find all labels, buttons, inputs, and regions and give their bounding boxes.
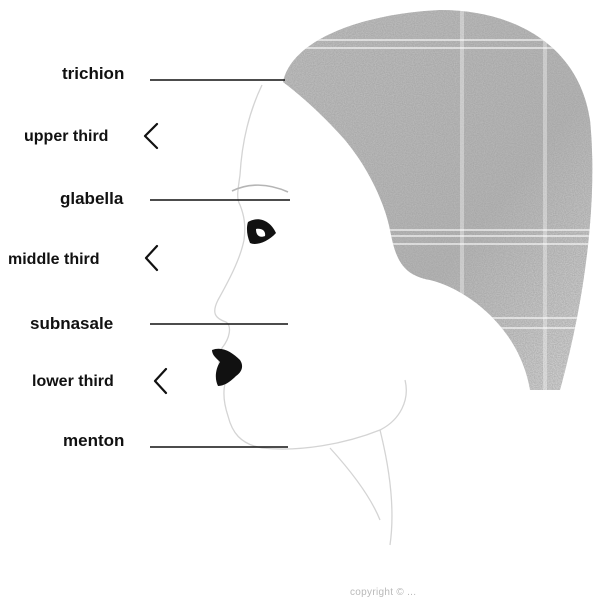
landmark-label: trichion — [62, 64, 124, 83]
chevron-left-icon — [155, 369, 166, 393]
landmark-label: menton — [63, 431, 124, 450]
landmark-label: glabella — [60, 189, 124, 208]
chevron-left-icon — [146, 246, 157, 270]
eye-shape — [247, 219, 276, 244]
landmark-glabella: glabella — [60, 189, 290, 208]
chevron-left-icon — [145, 124, 157, 148]
region-label: lower third — [32, 373, 114, 390]
region-label: upper third — [24, 128, 108, 145]
landmark-trichion: trichion — [62, 64, 285, 83]
landmark-label: subnasale — [30, 314, 113, 333]
landmark-menton: menton — [63, 431, 288, 450]
copyright-notice: copyright © ... — [350, 587, 416, 598]
region-upper-third: upper third — [24, 124, 157, 148]
region-lower-third: lower third — [32, 369, 166, 393]
lips-shape — [212, 349, 242, 386]
hair-shading — [270, 0, 598, 400]
landmark-subnasale: subnasale — [30, 314, 288, 333]
region-label: middle third — [8, 251, 100, 268]
region-middle-third: middle third — [8, 246, 157, 270]
